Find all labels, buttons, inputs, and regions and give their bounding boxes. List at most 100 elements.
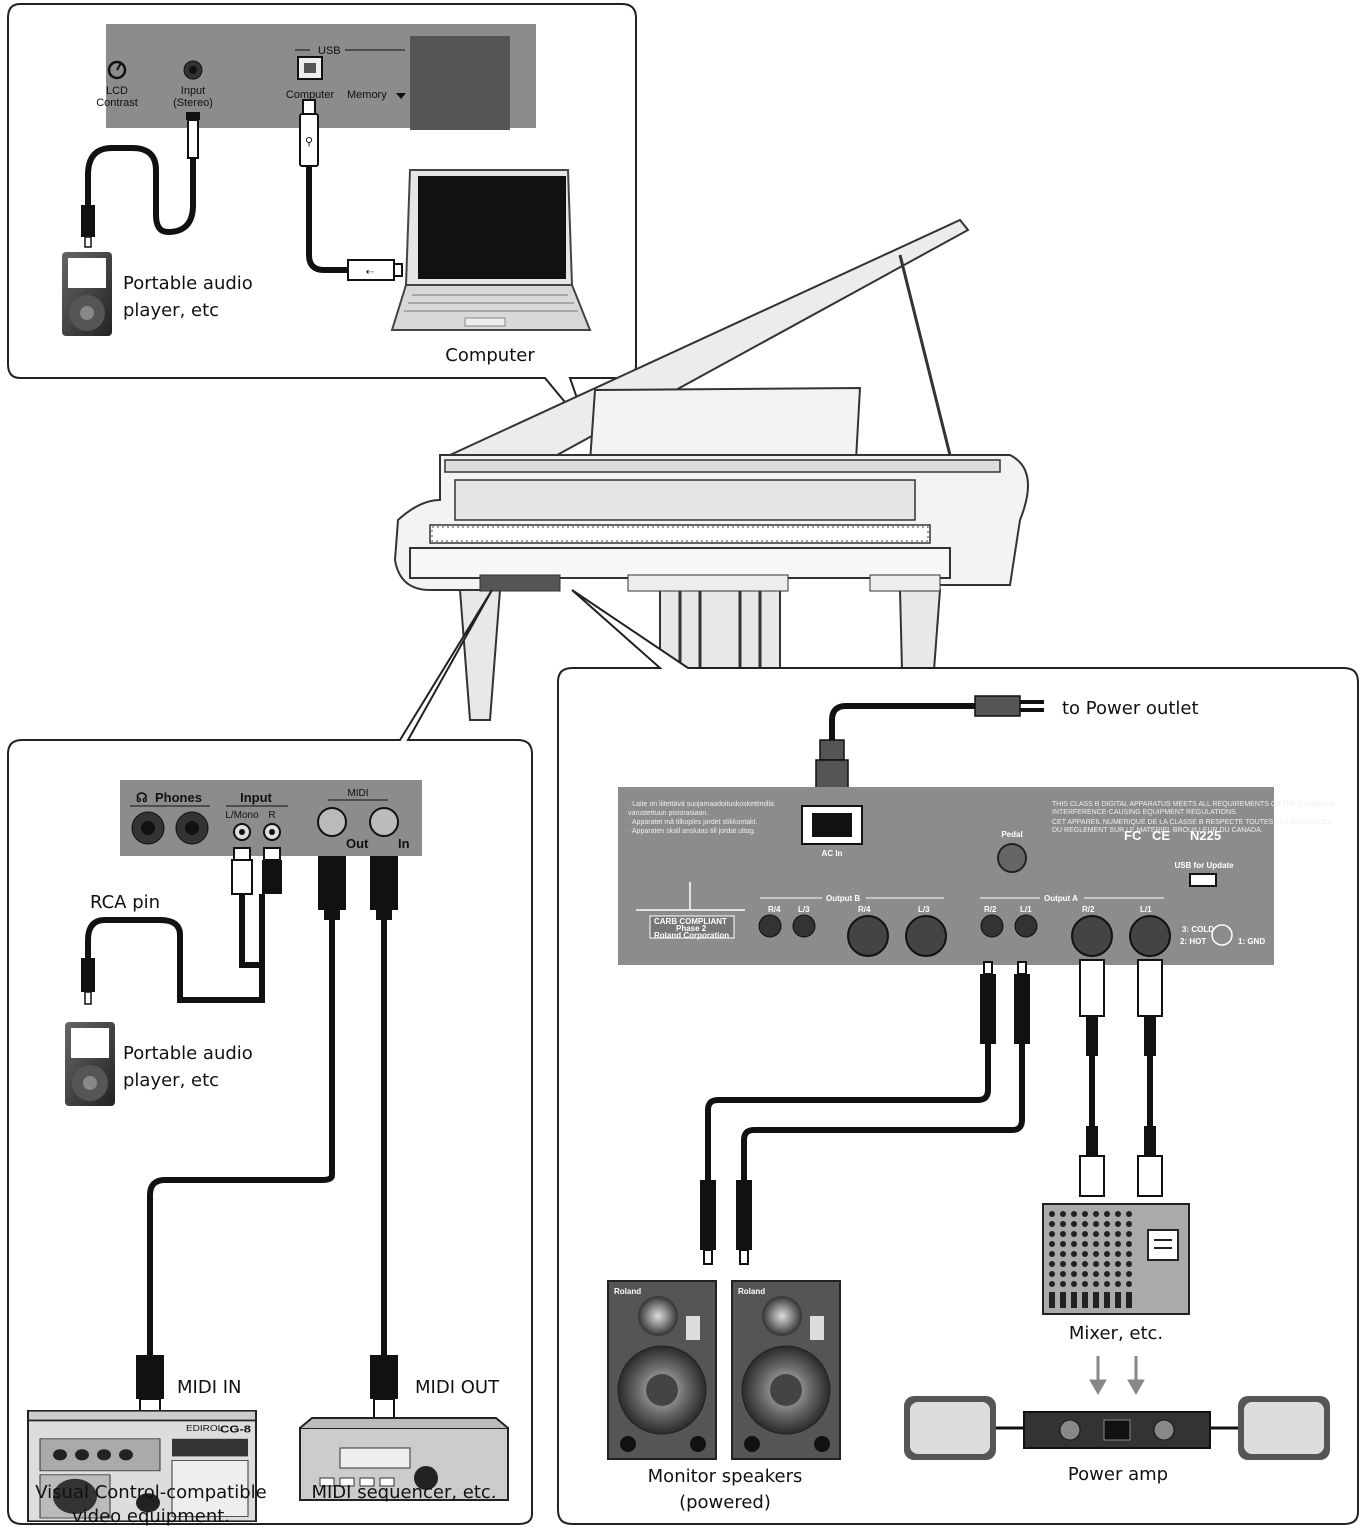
mixer-knob xyxy=(1071,1251,1077,1257)
svg-text:R/4: R/4 xyxy=(858,905,871,914)
pedal-label: Pedal xyxy=(1001,830,1022,839)
output-b-l3-xlr[interactable] xyxy=(906,916,946,956)
power-outlet-label: to Power outlet xyxy=(1062,698,1199,719)
mixer-knob xyxy=(1060,1241,1066,1247)
input-label: Input xyxy=(240,790,272,805)
mixer-knob xyxy=(1126,1241,1132,1247)
mixer-knob xyxy=(1060,1211,1066,1217)
output-a-l1-jack[interactable] xyxy=(1015,915,1037,937)
mixer-knob xyxy=(1082,1231,1088,1237)
svg-text:· Apparaten skall anslutas til: · Apparaten skall anslutas till jordat u… xyxy=(628,828,756,835)
output-b-r4-xlr[interactable] xyxy=(848,916,888,956)
mixer-knob xyxy=(1093,1221,1099,1227)
output-a-l1-xlr[interactable] xyxy=(1130,916,1170,956)
mixer-knob xyxy=(1115,1261,1121,1267)
mixer-knob xyxy=(1049,1271,1055,1277)
mixer-fader xyxy=(1104,1292,1110,1308)
pedal-port[interactable] xyxy=(998,844,1026,872)
video-equipment-label-line1: Visual Control-compatible xyxy=(35,1482,266,1503)
mixer-knob xyxy=(1082,1271,1088,1277)
mixer-fader xyxy=(1082,1292,1088,1308)
input-label-1: Input xyxy=(181,85,205,97)
mixer-knob xyxy=(1093,1271,1099,1277)
midi-in-port[interactable] xyxy=(370,808,398,836)
mixer-knob xyxy=(1126,1211,1132,1217)
left-player-label-2: player, etc xyxy=(123,1070,219,1091)
mixer-knob xyxy=(1049,1211,1055,1217)
r-label: R xyxy=(268,810,275,821)
mixer-knob xyxy=(1115,1231,1121,1237)
midi-out-label: Out xyxy=(346,836,369,851)
lcd-contrast-label-1: LCD xyxy=(106,85,128,97)
mixer-knob xyxy=(1060,1231,1066,1237)
mixer-knob xyxy=(1104,1251,1110,1257)
mixer-fader xyxy=(1126,1292,1132,1308)
speaker-right: Roland xyxy=(732,1281,840,1459)
output-b-r4-jack[interactable] xyxy=(759,915,781,937)
mixer-knob xyxy=(1104,1221,1110,1227)
rca-pin-label: RCA pin xyxy=(90,892,160,913)
ce-mark: CE xyxy=(1152,828,1170,843)
svg-text:2: HOT: 2: HOT xyxy=(1180,937,1206,946)
power-amp-label: Power amp xyxy=(1068,1464,1168,1485)
computer-label: Computer xyxy=(445,345,535,366)
svg-text:L/3: L/3 xyxy=(918,905,930,914)
svg-text:INTERFERENCE-CAUSING EQUIPMENT: INTERFERENCE-CAUSING EQUIPMENT REGULATIO… xyxy=(1052,809,1238,816)
mixer-knob xyxy=(1071,1211,1077,1217)
mixer-knob xyxy=(1104,1281,1110,1287)
n225-mark: N225 xyxy=(1190,828,1221,843)
mixer-knob xyxy=(1049,1231,1055,1237)
right-rear-panel: · Laite on liitettävä suojamaadoituskosk… xyxy=(618,787,1335,965)
svg-text:L/1: L/1 xyxy=(1020,905,1032,914)
cg8-brand: EDIROL xyxy=(186,1424,223,1433)
mixer-knob xyxy=(1071,1261,1077,1267)
output-b-l3-jack[interactable] xyxy=(793,915,815,937)
svg-text:· Laite on liitettävä suojamaa: · Laite on liitettävä suojamaadoituskosk… xyxy=(628,801,774,808)
mixer-knob xyxy=(1049,1221,1055,1227)
video-equipment-cg8: EDIROL CG-8 xyxy=(28,1411,256,1521)
svg-text:1: GND: 1: GND xyxy=(1238,937,1265,946)
mixer-knob xyxy=(1104,1271,1110,1277)
svg-text:Roland: Roland xyxy=(738,1287,765,1296)
mixer-knob xyxy=(1071,1221,1077,1227)
svg-text:Roland: Roland xyxy=(614,1287,641,1296)
mixer-knob xyxy=(1115,1211,1121,1217)
ac-in-label: AC In xyxy=(822,849,843,858)
mixer-knob xyxy=(1049,1241,1055,1247)
mixer-knob xyxy=(1126,1271,1132,1277)
mixer-knob xyxy=(1126,1221,1132,1227)
carb-line-3: Roland Corporation xyxy=(654,931,729,940)
left-player-label-1: Portable audio xyxy=(123,1043,253,1064)
midi-out-port[interactable] xyxy=(318,808,346,836)
svg-text:R/2: R/2 xyxy=(984,905,997,914)
usb-update-label: USB for Update xyxy=(1174,861,1234,870)
midi-out-cable-label: MIDI OUT xyxy=(415,1377,500,1398)
mixer-fader xyxy=(1049,1292,1055,1308)
mixer-knob xyxy=(1104,1231,1110,1237)
sequencer-label: MIDI sequencer, etc. xyxy=(311,1482,496,1503)
mixer-knob xyxy=(1060,1221,1066,1227)
output-a-r2-xlr[interactable] xyxy=(1072,916,1112,956)
mixer-fader xyxy=(1115,1292,1121,1308)
lcd-contrast-label-2: Contrast xyxy=(96,97,138,109)
mixer-knob xyxy=(1082,1261,1088,1267)
mixer-knob xyxy=(1126,1251,1132,1257)
mixer-knob xyxy=(1093,1281,1099,1287)
mixer-knob xyxy=(1060,1251,1066,1257)
mixer-fader xyxy=(1071,1292,1077,1308)
output-a-r2-jack[interactable] xyxy=(981,915,1003,937)
mixer-fader xyxy=(1060,1292,1066,1308)
svg-text:3: COLD: 3: COLD xyxy=(1182,925,1214,934)
mixer-knob xyxy=(1049,1281,1055,1287)
phones-label: Phones xyxy=(155,790,202,805)
mixer-knob xyxy=(1115,1281,1121,1287)
mixer-knob xyxy=(1082,1221,1088,1227)
usb-update-port[interactable] xyxy=(1190,874,1216,886)
mixer-knob xyxy=(1104,1261,1110,1267)
svg-text:varustettuun pistorasiaan.: varustettuun pistorasiaan. xyxy=(628,810,708,817)
mixer-knob xyxy=(1060,1271,1066,1277)
mixer-knob xyxy=(1060,1281,1066,1287)
mixer-knob xyxy=(1115,1221,1121,1227)
memory-port-label: Memory xyxy=(347,89,387,101)
